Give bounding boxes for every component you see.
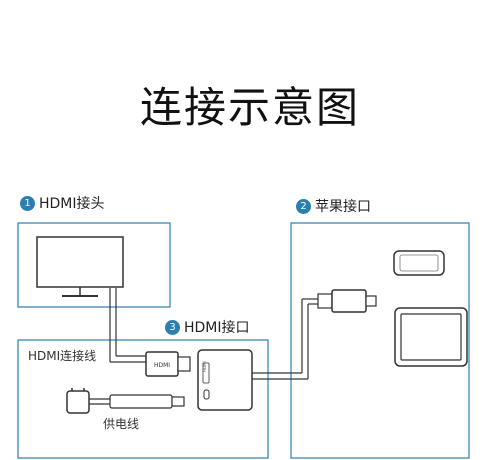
hdmi-plug-icon: HDMI bbox=[145, 351, 191, 377]
monitor-icon bbox=[36, 236, 124, 297]
diagram-title: 连接示意图 bbox=[139, 83, 360, 132]
iphone-icon bbox=[393, 250, 445, 276]
callout-number-badge: 3 bbox=[165, 319, 180, 335]
callout-label: 苹果接口 bbox=[315, 199, 371, 215]
callout-number-badge: 2 bbox=[296, 198, 311, 214]
callout-label: HDMI接口 bbox=[184, 320, 250, 336]
power-cable bbox=[66, 388, 185, 414]
ipad-icon bbox=[394, 307, 468, 367]
lightning-cable bbox=[252, 289, 377, 380]
power-cable-label: 供电线 bbox=[103, 417, 140, 431]
callout-hdmi-port: 3 HDMI接口 bbox=[165, 317, 250, 337]
adapter-mark: HDMI bbox=[202, 361, 207, 372]
adapter-icon: HDMI bbox=[197, 349, 253, 411]
callout-apple-port: 2 苹果接口 bbox=[296, 196, 371, 216]
cable-group-frame bbox=[17, 339, 269, 459]
apple-devices-frame bbox=[290, 222, 470, 459]
callout-hdmi-connector: 1 HDMI接头 bbox=[20, 193, 105, 213]
cable-group-label: HDMI连接线 bbox=[28, 349, 97, 363]
hdmi-plug-mark: HDMI bbox=[154, 362, 170, 369]
callout-label: HDMI接头 bbox=[39, 196, 105, 212]
monitor-frame bbox=[17, 222, 171, 308]
callout-number-badge: 1 bbox=[20, 195, 35, 211]
hdmi-cable bbox=[109, 288, 146, 363]
